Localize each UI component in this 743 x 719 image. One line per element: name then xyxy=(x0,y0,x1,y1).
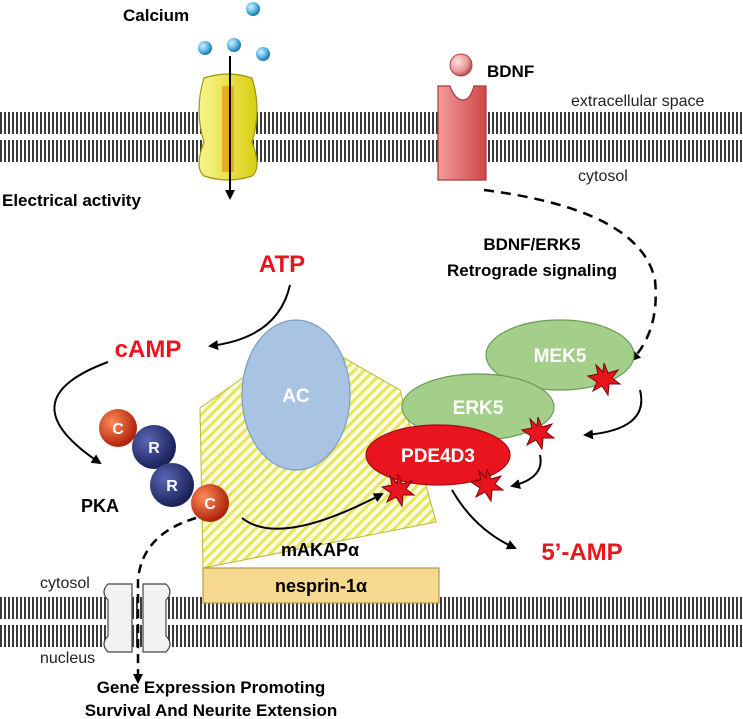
calcium-label: Calcium xyxy=(123,6,189,25)
camp-to-pka-arrow xyxy=(53,361,109,465)
pka-to-pde-arrow xyxy=(241,493,384,530)
bdnf-label: BDNF xyxy=(487,62,534,81)
atp-to-camp-arrow xyxy=(208,284,291,351)
bdnf-ligand xyxy=(449,53,473,77)
nesprin-label: nesprin-1α xyxy=(275,576,367,596)
retrograde-dashed-arrow xyxy=(483,188,657,362)
calcium-ion xyxy=(256,47,270,61)
ac-label: AC xyxy=(282,386,310,407)
five-amp-label: 5’-AMP xyxy=(541,539,622,566)
pde4d3-label: PDE4D3 xyxy=(401,446,475,467)
gene-expression-line2: Survival And Neurite Extension xyxy=(85,701,338,719)
pka-label: PKA xyxy=(81,496,119,516)
mek5 xyxy=(485,319,635,391)
pde4d3 xyxy=(365,424,511,486)
pka-catalytic-subunit xyxy=(99,409,137,447)
pka-complex xyxy=(99,409,229,522)
erk5-to-pde-arrow xyxy=(510,454,542,489)
calcium-ion xyxy=(246,2,260,16)
nesprin-box xyxy=(202,567,440,604)
calcium-ion xyxy=(227,38,241,52)
adenylyl-cyclase xyxy=(241,319,351,471)
bdnf-receptor xyxy=(437,85,487,181)
erk5-label: ERK5 xyxy=(453,398,504,419)
calcium-ions xyxy=(198,2,270,61)
pka-catalytic-subunit xyxy=(191,484,229,522)
retrograde-label-line2: Retrograde signaling xyxy=(447,261,617,280)
phospho-sites xyxy=(380,362,622,508)
cytosol-top-label: cytosol xyxy=(578,168,628,185)
phospho-star xyxy=(586,362,622,397)
mek5-label: MEK5 xyxy=(534,346,587,367)
calcium-ion xyxy=(198,41,212,55)
pde-to-5amp-arrow xyxy=(451,489,517,550)
pka-r-label: R xyxy=(148,440,160,457)
nucleus-label: nucleus xyxy=(40,650,95,667)
electrical-activity-label: Electrical activity xyxy=(2,191,141,210)
plasma-membrane xyxy=(0,112,743,162)
phospho-star xyxy=(520,416,556,451)
pka-regulatory-subunit xyxy=(132,425,176,469)
gene-expression-line1: Gene Expression Promoting xyxy=(97,678,326,697)
camp-label: cAMP xyxy=(115,336,182,363)
makap-label: mAKAPα xyxy=(281,540,359,560)
phospho-star xyxy=(469,468,505,503)
cytosol-bottom-label: cytosol xyxy=(40,575,90,592)
extracellular-space-label: extracellular space xyxy=(571,93,705,110)
pka-c-label: C xyxy=(204,496,216,513)
nuclear-pore xyxy=(103,583,171,653)
mek5-to-erk5-arrow xyxy=(583,389,643,440)
retrograde-label-line1: BDNF/ERK5 xyxy=(483,235,580,254)
calcium-channel xyxy=(198,73,258,181)
phospho-star xyxy=(380,473,416,508)
pka-regulatory-subunit xyxy=(150,463,194,507)
pka-r-label: R xyxy=(166,478,178,495)
pka-to-nucleus-dashed-arrow xyxy=(133,516,197,684)
nuclear-membrane xyxy=(0,597,743,647)
atp-label: ATP xyxy=(259,251,305,278)
pka-c-label: C xyxy=(112,421,124,438)
